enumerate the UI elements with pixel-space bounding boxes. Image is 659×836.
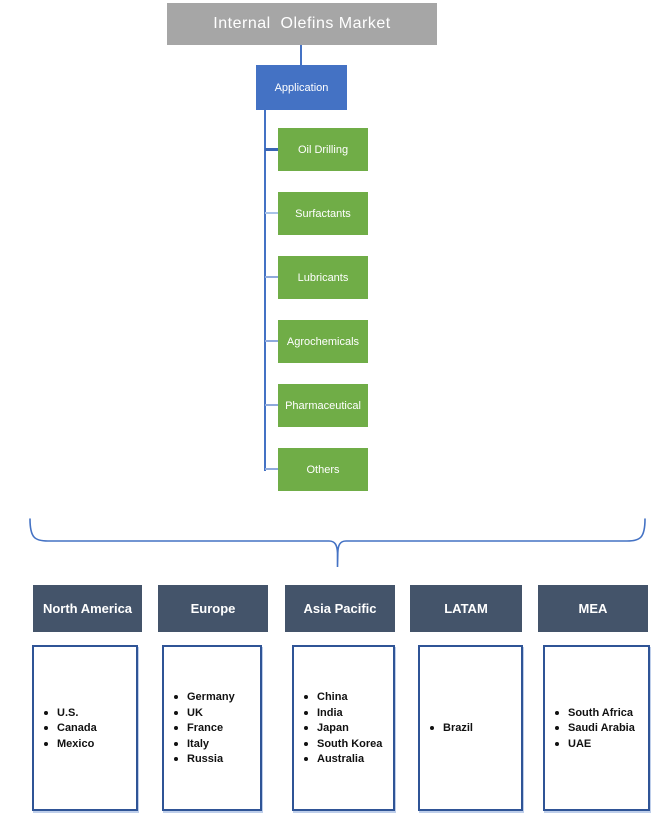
connector-stub-oil-drilling [265, 148, 278, 151]
region-name: Asia Pacific [303, 601, 377, 616]
region-header-mea: MEA [538, 585, 648, 632]
country-label: France [187, 722, 224, 734]
bullet-icon [174, 710, 178, 715]
country-label: South Korea [317, 737, 383, 750]
region-name: North America [42, 601, 133, 616]
region-box-latam: Brazil [418, 645, 523, 811]
segment-label: Surfactants [295, 207, 351, 220]
connector-spine [264, 110, 266, 471]
market-title: Internal Olefins Market [213, 15, 391, 32]
bullet-icon [44, 710, 48, 715]
country-label: Mexico [57, 737, 95, 750]
region-name: MEA [578, 601, 608, 616]
country-item-brazil: Brazil [430, 722, 517, 734]
country-label: UAE [568, 737, 592, 750]
segment-box-lubricants: Lubricants [278, 256, 368, 299]
country-item-china: China [304, 691, 389, 703]
segment-box-oil-drilling: Oil Drilling [278, 128, 368, 171]
country-label: India [317, 706, 343, 719]
bullet-icon [174, 726, 178, 730]
segment-label: Agrochemicals [286, 335, 360, 348]
country-item-india: India [304, 707, 389, 719]
bullet-icon [304, 741, 308, 746]
country-label: U.S. [57, 706, 79, 719]
region-name: Europe [190, 601, 236, 616]
country-label: Japan [317, 722, 349, 734]
country-label: Saudi Arabia [568, 722, 635, 734]
country-label: Australia [317, 753, 365, 765]
segment-box-others: Others [278, 448, 368, 491]
country-item-russia: Russia [174, 753, 256, 765]
country-item-south-africa: South Africa [555, 707, 644, 719]
segment-box-agrochemicals: Agrochemicals [278, 320, 368, 363]
bullet-icon [555, 741, 559, 746]
connector-stub-others [265, 468, 278, 470]
connector-stub-pharmaceutical [265, 404, 278, 406]
country-item-uae: UAE [555, 738, 644, 750]
bullet-icon [304, 757, 308, 761]
country-item-germany: Germany [174, 691, 256, 703]
segment-box-surfactants: Surfactants [278, 192, 368, 235]
country-item-canada: Canada [44, 722, 132, 734]
country-item-italy: Italy [174, 738, 256, 750]
bullet-icon [304, 710, 308, 715]
connector-stub-lubricants [265, 276, 278, 278]
country-item-south-korea: South Korea [304, 738, 389, 750]
bullet-icon [555, 726, 559, 730]
application-node: Application [256, 65, 347, 110]
country-item-u-s: U.S. [44, 707, 132, 719]
region-header-asia-pacific: Asia Pacific [285, 585, 395, 632]
country-item-japan: Japan [304, 722, 389, 734]
country-label: Russia [187, 753, 224, 765]
country-label: Canada [57, 722, 97, 734]
country-item-mexico: Mexico [44, 738, 132, 750]
country-item-saudi-arabia: Saudi Arabia [555, 722, 644, 734]
country-item-uk: UK [174, 707, 256, 719]
segment-label: Pharmaceutical [285, 399, 361, 412]
country-label: Germany [187, 691, 235, 703]
bullet-icon [174, 695, 178, 699]
country-label: China [317, 691, 348, 703]
segment-box-pharmaceutical: Pharmaceutical [278, 384, 368, 427]
bullet-icon [44, 741, 48, 746]
segment-label: Others [306, 463, 340, 476]
bullet-icon [430, 726, 434, 730]
country-label: UK [187, 706, 203, 719]
segment-label: Oil Drilling [297, 143, 349, 156]
country-label: Italy [187, 737, 210, 750]
region-header-latam: LATAM [410, 585, 522, 632]
connector-stub-agrochemicals [265, 340, 278, 342]
bullet-icon [44, 726, 48, 730]
bullet-icon [555, 710, 559, 715]
region-header-north-america: North America [33, 585, 142, 632]
bullet-icon [304, 726, 308, 730]
connector-title-application [300, 45, 302, 65]
segment-label: Lubricants [297, 271, 349, 284]
region-header-europe: Europe [158, 585, 268, 632]
brace-divider [29, 518, 646, 568]
market-title-box: Internal Olefins Market [167, 3, 437, 45]
bullet-icon [304, 695, 308, 699]
country-list: Brazil [420, 719, 521, 738]
country-label: Brazil [443, 722, 473, 734]
country-item-france: France [174, 722, 256, 734]
application-label: Application [274, 81, 329, 94]
connector-stub-surfactants [265, 212, 278, 214]
country-label: South Africa [568, 706, 633, 719]
bullet-icon [174, 741, 178, 746]
region-name: LATAM [444, 601, 488, 616]
country-item-australia: Australia [304, 753, 389, 765]
bullet-icon [174, 757, 178, 761]
